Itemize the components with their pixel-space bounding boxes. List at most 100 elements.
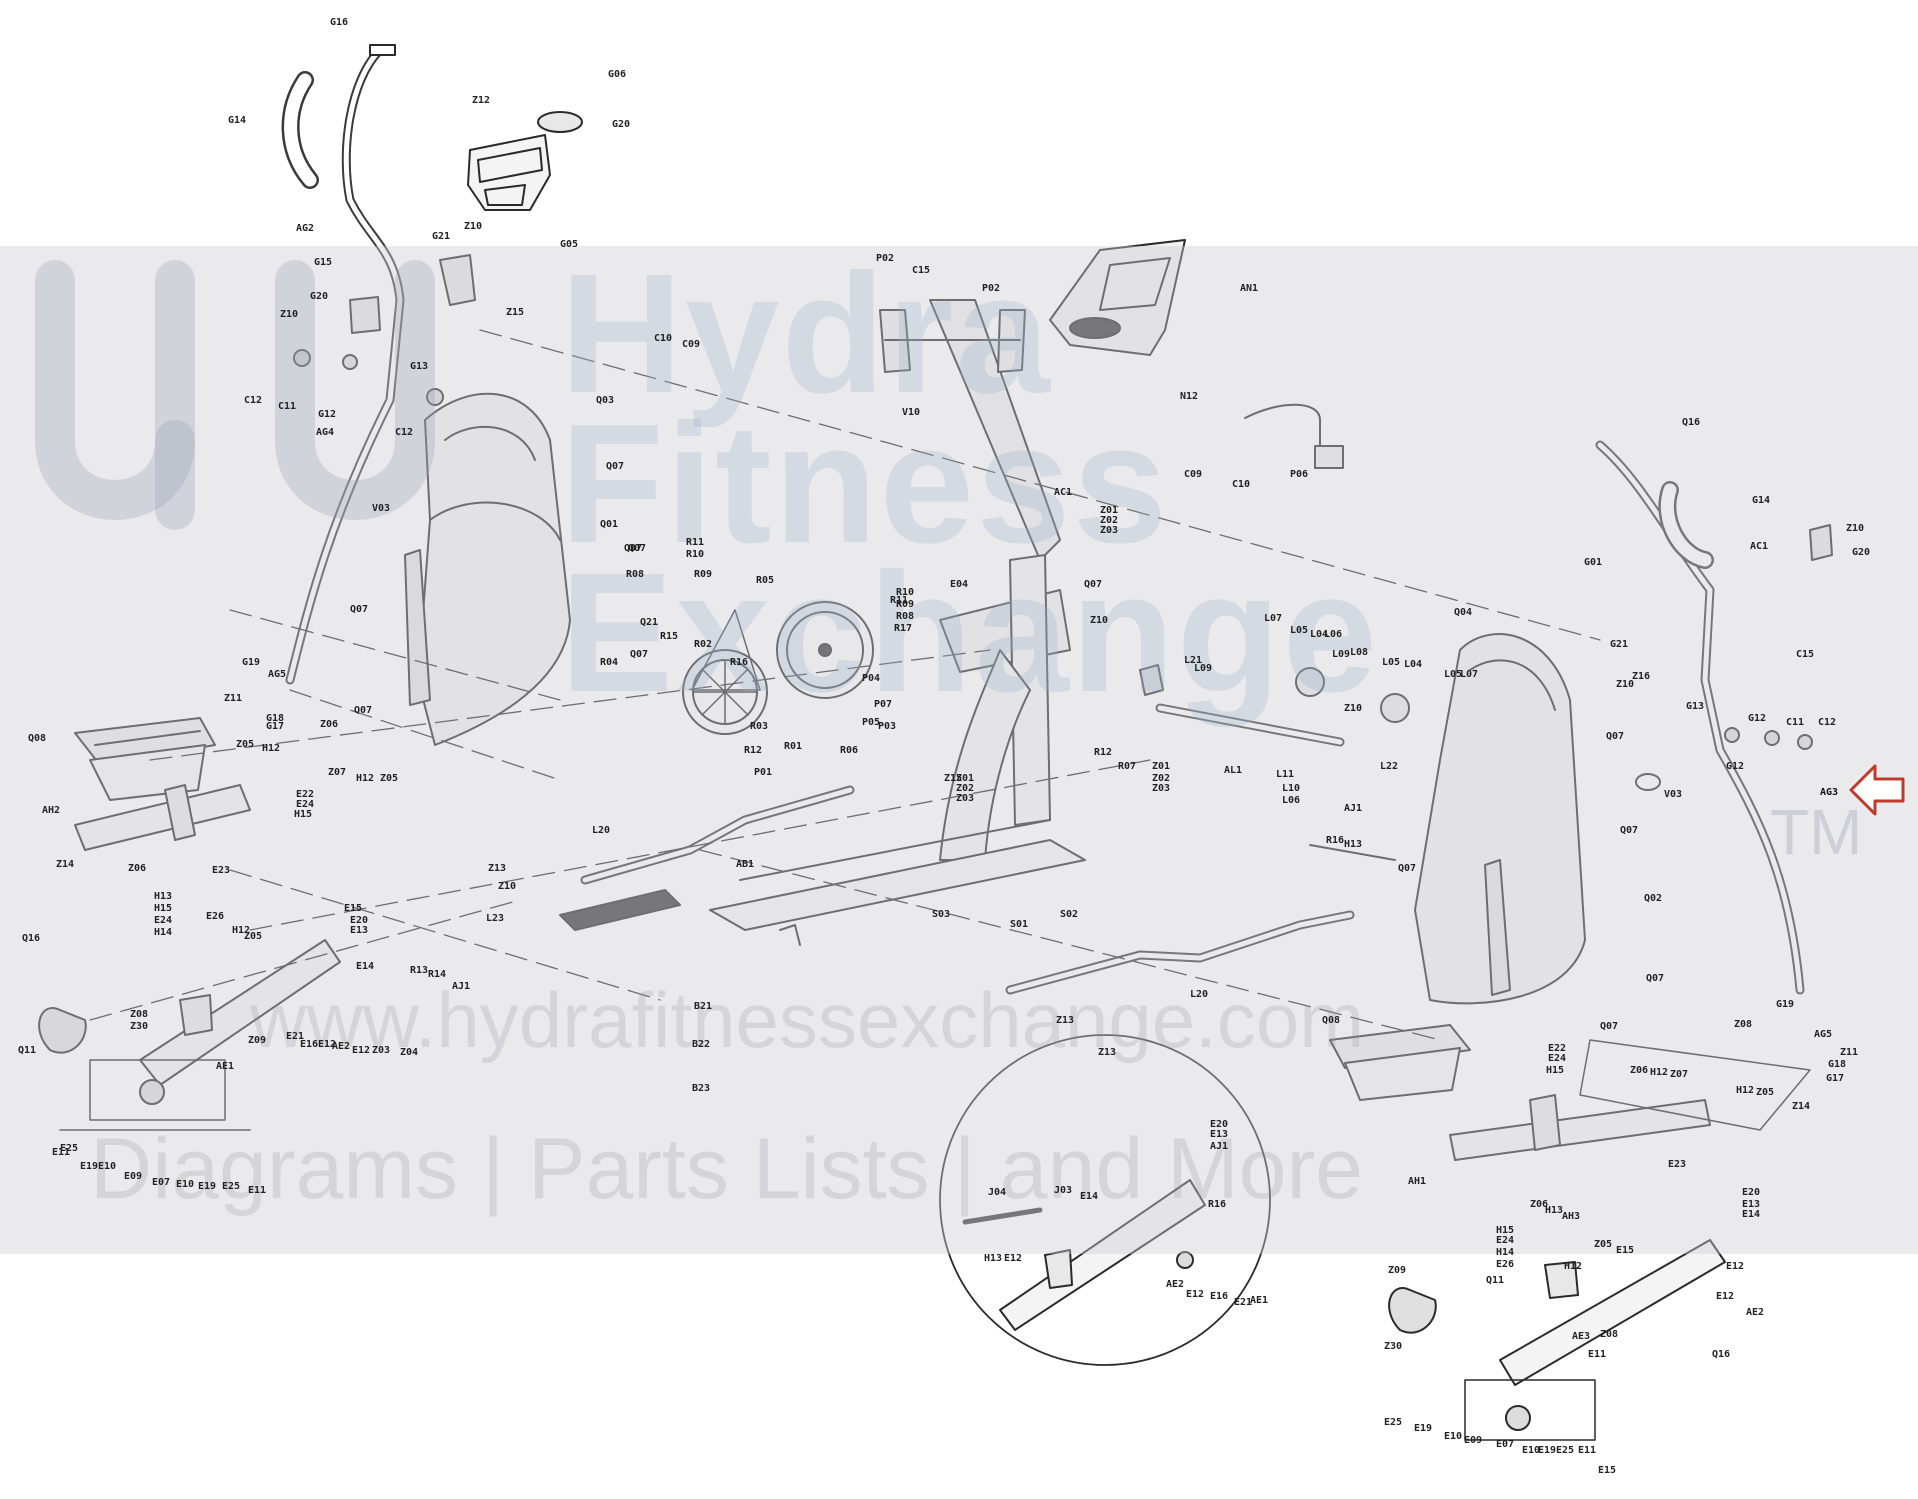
part-label: AC1 xyxy=(1054,487,1073,498)
part-label: Z14 xyxy=(56,859,75,870)
part-label: E12 xyxy=(352,1045,371,1056)
part-label: R12 xyxy=(1094,747,1113,758)
part-label: H15 xyxy=(1496,1225,1515,1236)
part-label: R11 xyxy=(686,537,705,548)
part-label: Z05 xyxy=(380,773,399,784)
part-label: Z03 xyxy=(1152,783,1171,794)
part-label: E12 xyxy=(1004,1253,1023,1264)
part-label: G06 xyxy=(608,69,627,80)
part-label: Q16 xyxy=(22,933,41,944)
part-label: V03 xyxy=(1664,789,1683,800)
part-label: E22 xyxy=(296,789,315,800)
part-label: Z05 xyxy=(1756,1087,1775,1098)
part-label: Q07 xyxy=(1084,579,1103,590)
part-label: P07 xyxy=(874,699,893,710)
watermark-brand-line: Exchange xyxy=(560,538,1380,729)
part-label: B21 xyxy=(694,1001,713,1012)
part-label: Q03 xyxy=(596,395,615,406)
part-label: R02 xyxy=(694,639,713,650)
part-label: Z03 xyxy=(956,793,975,804)
part-label: E25 xyxy=(1384,1417,1403,1428)
part-label: AH1 xyxy=(1408,1176,1427,1187)
part-label: E19 xyxy=(1414,1423,1433,1434)
watermark-trademark: TM xyxy=(1770,796,1863,868)
part-label: R14 xyxy=(428,969,447,980)
right-pedal xyxy=(1329,1024,1471,1101)
part-label: Q07 xyxy=(350,604,369,615)
crossbar-rollers xyxy=(1139,664,1410,861)
part-label: R08 xyxy=(626,569,645,580)
part-label: L05 xyxy=(1444,669,1463,680)
left-pedal-arm xyxy=(74,784,251,851)
part-label: Z12 xyxy=(472,95,491,106)
part-label: R06 xyxy=(840,745,859,756)
part-label: V03 xyxy=(372,503,391,514)
part-label: Q07 xyxy=(1398,863,1417,874)
part-label: Z05 xyxy=(236,739,255,750)
part-label: L23 xyxy=(486,913,505,924)
part-label: E13 xyxy=(1742,1199,1761,1210)
part-label: E19 xyxy=(1538,1445,1557,1456)
watermark-tagline: Diagrams | Parts Lists | and More xyxy=(90,1121,1363,1217)
watermark-brand: Hydra Fitness Exchange xyxy=(560,239,1760,729)
part-label: C10 xyxy=(1232,479,1251,490)
part-label: AG5 xyxy=(1814,1029,1833,1040)
part-label: E25 xyxy=(222,1181,241,1192)
part-label: P02 xyxy=(876,253,895,264)
part-label: H12 xyxy=(356,773,375,784)
part-label: Q07 xyxy=(630,649,649,660)
part-label: E16 xyxy=(1210,1291,1229,1302)
part-label: G19 xyxy=(242,657,261,668)
part-label: E11 xyxy=(1588,1349,1607,1360)
part-label: P06 xyxy=(1290,469,1309,480)
part-label: AE1 xyxy=(216,1061,235,1072)
part-label: E10 xyxy=(1444,1431,1463,1442)
part-label: E10 xyxy=(176,1179,195,1190)
part-label: G13 xyxy=(1686,701,1705,712)
part-label: L09 xyxy=(1194,663,1213,674)
right-handlebar xyxy=(1595,440,1833,995)
part-label: G12 xyxy=(318,409,337,420)
part-label: E21 xyxy=(286,1031,305,1042)
part-label: E25 xyxy=(60,1143,79,1154)
watermark-brand-line: Fitness xyxy=(560,388,1170,579)
part-label: C12 xyxy=(244,395,263,406)
part-label: L06 xyxy=(1282,795,1301,806)
part-label: E24 xyxy=(296,799,315,810)
part-label: G18 xyxy=(1828,1059,1847,1070)
part-label: Q02 xyxy=(1644,893,1663,904)
part-label: L07 xyxy=(1264,613,1283,624)
part-label: R16 xyxy=(730,657,749,668)
part-label: AL1 xyxy=(1224,765,1243,776)
part-label: V10 xyxy=(902,407,921,418)
part-label: Z05 xyxy=(244,931,263,942)
part-label: Z03 xyxy=(1100,525,1119,536)
part-label: G14 xyxy=(228,115,247,126)
console xyxy=(1049,239,1186,356)
part-label: L11 xyxy=(1276,769,1295,780)
part-label: E15 xyxy=(1598,1465,1617,1476)
part-label: E19 xyxy=(80,1161,99,1172)
part-label: Z06 xyxy=(1630,1065,1649,1076)
part-label: E20 xyxy=(1210,1119,1229,1130)
power-adapter xyxy=(1244,403,1344,469)
part-label: AE2 xyxy=(1746,1307,1765,1318)
right-pedal-arm xyxy=(1449,1039,1811,1161)
part-label: Z06 xyxy=(128,863,147,874)
part-label: Q11 xyxy=(18,1045,37,1056)
part-label: R09 xyxy=(694,569,713,580)
part-label: N12 xyxy=(1180,391,1199,402)
part-label: R04 xyxy=(600,657,619,668)
watermark-brand-line: Hydra xyxy=(560,239,1052,429)
part-label: Z06 xyxy=(320,719,339,730)
part-label: Z10 xyxy=(1090,615,1109,626)
part-label: L21 xyxy=(1184,655,1203,666)
part-label: AE3 xyxy=(1572,1331,1591,1342)
part-label: P01 xyxy=(754,767,773,778)
part-label: AE2 xyxy=(1166,1279,1185,1290)
part-label: R11 xyxy=(890,595,909,606)
part-label: G20 xyxy=(612,119,631,130)
part-label: C15 xyxy=(1796,649,1815,660)
part-label: AB1 xyxy=(736,859,755,870)
part-label: L06 xyxy=(1324,629,1343,640)
